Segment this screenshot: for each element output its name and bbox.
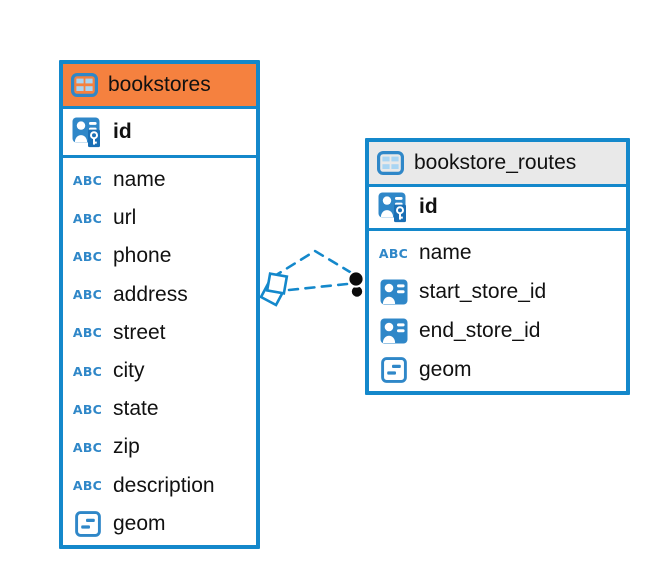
- column-name: name: [113, 168, 166, 192]
- primary-key-icon: [377, 192, 410, 223]
- geometry-icon: [377, 356, 410, 383]
- column-row-name[interactable]: ABC name: [377, 234, 618, 273]
- column-row-state[interactable]: ABC state: [71, 390, 248, 428]
- column-name: geom: [419, 357, 472, 381]
- text-type-icon: ABC: [378, 245, 409, 261]
- column-row-id[interactable]: id: [377, 188, 618, 227]
- column-name: state: [113, 397, 159, 421]
- text-type-icon: ABC: [72, 287, 103, 303]
- primary-key-section: id: [369, 187, 626, 231]
- dot-marker-front[interactable]: [347, 270, 365, 288]
- column-name: id: [419, 195, 438, 219]
- column-name: url: [113, 206, 137, 230]
- text-type-icon: ABC: [72, 248, 103, 264]
- column-row-name[interactable]: ABC name: [71, 161, 248, 199]
- column-name: end_store_id: [419, 318, 541, 342]
- columns-section: ABC name start_store_id end_store_id geom: [369, 231, 626, 391]
- column-row-phone[interactable]: ABC phone: [71, 237, 248, 275]
- column-name: start_store_id: [419, 279, 547, 303]
- reference-icon: [377, 279, 410, 305]
- column-name: zip: [113, 435, 140, 459]
- table-title: bookstore_routes: [414, 151, 577, 174]
- text-type-icon: ABC: [72, 439, 103, 455]
- table-header[interactable]: bookstore_routes: [369, 142, 626, 187]
- table-icon: [71, 73, 98, 97]
- entity-table-bookstore_routes[interactable]: bookstore_routes id ABC name start_store_…: [365, 138, 630, 395]
- relationship-line-2[interactable]: [287, 282, 349, 292]
- text-type-icon: ABC: [72, 363, 103, 379]
- table-icon: [377, 151, 404, 175]
- table-header[interactable]: bookstores: [63, 64, 256, 109]
- text-type-icon: ABC: [72, 172, 103, 188]
- text-type-icon: ABC: [72, 325, 103, 341]
- primary-key-icon: [71, 117, 104, 148]
- column-name: geom: [113, 511, 166, 535]
- column-row-description[interactable]: ABC description: [71, 467, 248, 505]
- square-marker-front[interactable]: [265, 272, 289, 295]
- text-type-icon: ABC: [72, 210, 103, 226]
- column-row-geom[interactable]: geom: [377, 350, 618, 389]
- column-row-end_store_id[interactable]: end_store_id: [377, 311, 618, 350]
- text-type-icon: ABC: [72, 478, 103, 494]
- primary-key-section: id: [63, 109, 256, 158]
- column-row-zip[interactable]: ABC zip: [71, 428, 248, 466]
- column-name: city: [113, 359, 145, 383]
- geometry-icon: [71, 510, 104, 537]
- relationship-line-1[interactable]: [271, 249, 352, 279]
- column-row-address[interactable]: ABC address: [71, 276, 248, 314]
- relationship-square-markers[interactable]: [259, 272, 289, 307]
- column-row-geom[interactable]: geom: [71, 505, 248, 543]
- column-name: id: [113, 120, 132, 143]
- column-row-id[interactable]: id: [71, 110, 248, 154]
- text-type-icon: ABC: [72, 401, 103, 417]
- column-name: name: [419, 241, 472, 265]
- column-name: address: [113, 282, 188, 306]
- column-row-start_store_id[interactable]: start_store_id: [377, 273, 618, 312]
- table-title: bookstores: [108, 73, 211, 96]
- column-row-city[interactable]: ABC city: [71, 352, 248, 390]
- column-name: street: [113, 320, 166, 344]
- relationship-dot-markers[interactable]: [347, 270, 365, 299]
- column-name: phone: [113, 244, 172, 268]
- reference-icon: [377, 318, 410, 344]
- column-row-url[interactable]: ABC url: [71, 199, 248, 237]
- column-name: description: [113, 473, 215, 497]
- column-row-street[interactable]: ABC street: [71, 314, 248, 352]
